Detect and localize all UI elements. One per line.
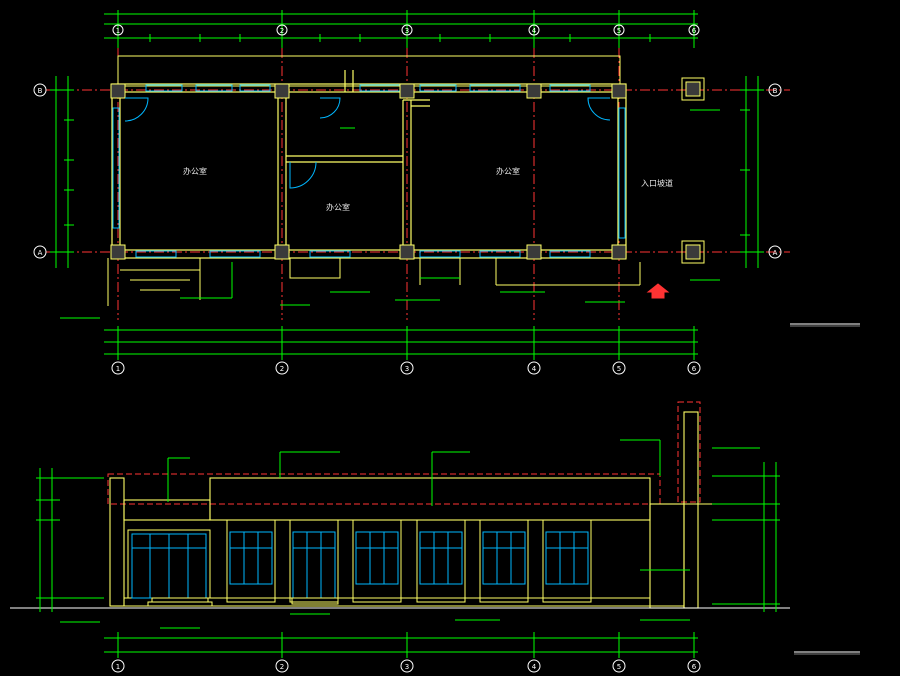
grid-bubble-icon: 3 xyxy=(401,24,413,36)
elevation-right-dimensions xyxy=(712,447,780,612)
grid-label: A xyxy=(38,249,43,257)
grid-bubble-icon: 1 xyxy=(111,361,125,375)
plan-side-grid-bubbles: B A B A xyxy=(33,83,782,259)
elevation-red-outline xyxy=(107,401,701,505)
grid-bubble-icon: 2 xyxy=(275,659,289,673)
grid-label: B xyxy=(773,87,778,95)
grid-bubble-icon: 5 xyxy=(613,24,625,36)
plan-left-dimensions xyxy=(50,76,74,268)
grid-label: 6 xyxy=(692,27,697,35)
elevation-steps xyxy=(147,597,339,607)
plan-title-mark xyxy=(790,323,860,327)
grid-bubble-icon: 3 xyxy=(400,361,414,375)
elevation: 1 2 3 4 5 6 xyxy=(10,401,860,673)
grid-label: A xyxy=(773,249,778,257)
elevation-bays xyxy=(127,519,592,603)
floor-plan: 1 2 3 4 5 6 B A B A xyxy=(33,10,860,375)
grid-bubble-icon: 5 xyxy=(612,361,626,375)
grid-label: B xyxy=(38,87,43,95)
elevation-title-mark xyxy=(794,651,860,655)
grid-bubble-icon: 4 xyxy=(528,24,540,36)
entrance-arrow-icon xyxy=(646,283,670,299)
grid-bubble-icon: A xyxy=(768,245,782,259)
plan-bottom-dimensions xyxy=(104,326,698,360)
plan-top-dimensions xyxy=(104,10,698,48)
elevation-glazing xyxy=(131,531,589,599)
grid-label: 4 xyxy=(532,27,537,35)
grid-label: 5 xyxy=(617,365,621,373)
grid-bubble-icon: 2 xyxy=(276,24,288,36)
grid-label: 2 xyxy=(280,27,284,35)
grid-label: 1 xyxy=(116,365,120,373)
grid-label: 1 xyxy=(116,27,120,35)
grid-label: 4 xyxy=(532,365,537,373)
grid-label: 3 xyxy=(405,27,409,35)
room-label: 入口坡道 xyxy=(641,178,673,188)
grid-label: 2 xyxy=(280,365,284,373)
room-label: 办公室 xyxy=(496,166,520,176)
grid-bubble-icon: 6 xyxy=(687,361,701,375)
grid-label: 3 xyxy=(405,365,409,373)
grid-label: 5 xyxy=(617,663,621,671)
grid-label: 2 xyxy=(280,663,284,671)
grid-bubble-icon: B xyxy=(768,83,782,97)
room-label: 办公室 xyxy=(326,202,350,212)
grid-bubble-icon: 2 xyxy=(275,361,289,375)
grid-bubble-icon: 1 xyxy=(111,659,125,673)
plan-columns xyxy=(110,81,701,260)
grid-bubble-icon: 1 xyxy=(112,24,124,36)
plan-right-dimensions xyxy=(740,76,764,268)
grid-bubble-icon: A xyxy=(33,245,47,259)
plan-steps xyxy=(107,257,641,306)
grid-label: 6 xyxy=(692,663,697,671)
grid-bubble-icon: B xyxy=(33,83,47,97)
elevation-grid-bubbles: 1 2 3 4 5 6 xyxy=(111,659,701,673)
grid-label: 3 xyxy=(405,663,409,671)
grid-label: 1 xyxy=(116,663,120,671)
plan-bottom-grid-bubbles: 1 2 3 4 5 6 xyxy=(111,361,701,375)
grid-bubble-icon: 4 xyxy=(527,659,541,673)
elevation-bottom-dimensions xyxy=(104,632,698,658)
grid-bubble-icon: 6 xyxy=(688,24,700,36)
grid-bubble-icon: 6 xyxy=(687,659,701,673)
grid-bubble-icon: 5 xyxy=(612,659,626,673)
grid-label: 6 xyxy=(692,365,697,373)
grid-label: 5 xyxy=(617,27,621,35)
door-swing-icon xyxy=(124,97,611,189)
plan-windows xyxy=(112,84,626,258)
elevation-outline xyxy=(109,411,712,609)
plan-leaders xyxy=(60,109,720,319)
plan-walls xyxy=(111,70,627,259)
room-label: 办公室 xyxy=(183,166,207,176)
outer-column-frames xyxy=(681,77,705,264)
plan-axis-lines xyxy=(46,48,790,320)
roof-outline xyxy=(117,55,621,87)
grid-bubble-icon: 3 xyxy=(400,659,414,673)
plan-top-grid-bubbles: 1 2 3 4 5 6 xyxy=(112,24,700,36)
elevation-left-dimensions xyxy=(36,468,104,612)
grid-label: 4 xyxy=(532,663,537,671)
elevation-leaders xyxy=(60,439,690,629)
grid-bubble-icon: 4 xyxy=(527,361,541,375)
